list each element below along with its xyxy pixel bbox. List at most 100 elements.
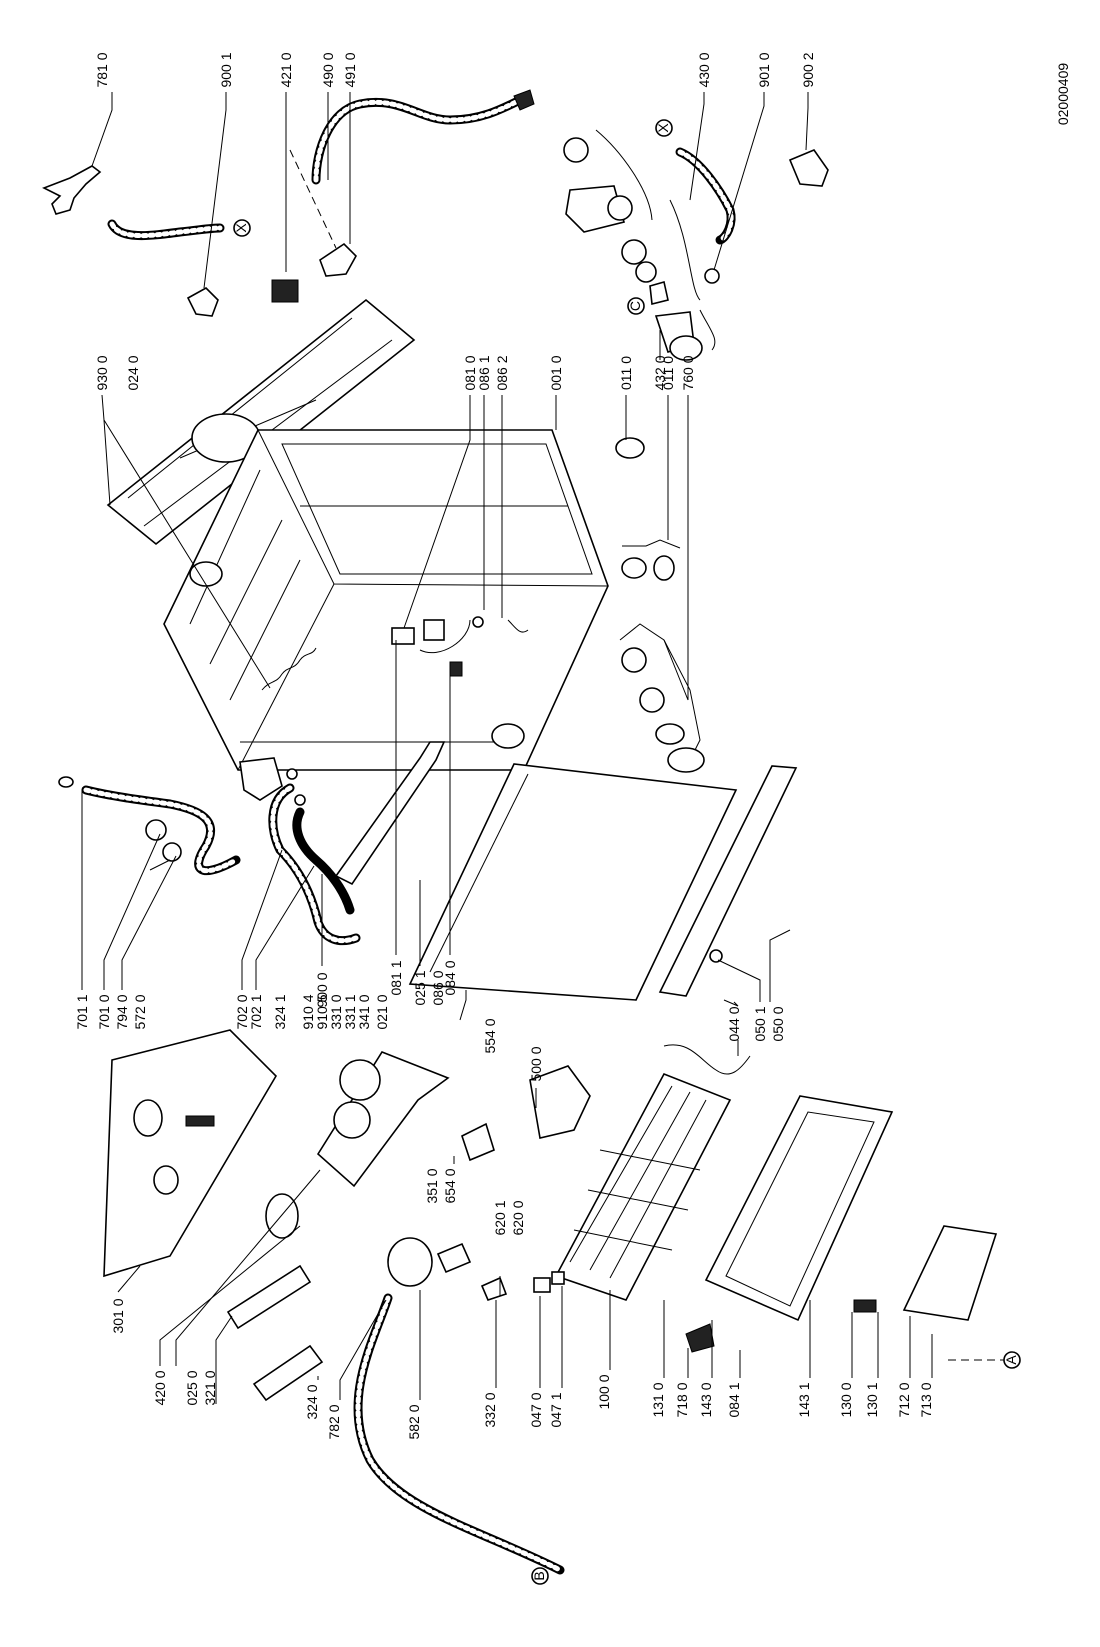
part-labels: 781 0 900 1 421 0 490 0 491 0 430 0 901 … [74, 52, 934, 1439]
svg-text:C: C [627, 301, 643, 311]
label-321-0: 321 0 [202, 1370, 218, 1405]
label-718-0: 718 0 [674, 1382, 690, 1417]
part-081-group [391, 619, 471, 654]
label-341-0: 341 0 [356, 994, 372, 1029]
svg-text:X: X [655, 123, 671, 133]
label-782-0: 782 0 [326, 1404, 342, 1439]
marker-a: A [948, 1351, 1021, 1369]
label-702-0: 702 0 [234, 994, 250, 1029]
label-781-0: 781 0 [94, 52, 110, 87]
part-143-0-tub [704, 1095, 894, 1322]
label-432-0: 432 0 [652, 355, 668, 390]
svg-text:A: A [1003, 1355, 1019, 1365]
part-490-0-mains-cable [311, 89, 535, 185]
part-001-0-cabinet [163, 429, 609, 771]
svg-text:X: X [233, 223, 249, 233]
drawing-number: 02000409 [1055, 63, 1071, 126]
label-701-1: 701 1 [74, 994, 90, 1029]
part-782-0-tube [353, 1293, 565, 1575]
part-044-0-cable [663, 1044, 751, 1075]
part-050-0-plinth [658, 765, 798, 997]
label-620-0: 620 0 [510, 1200, 526, 1235]
part-hose-x-upper [107, 219, 225, 241]
label-702-1: 702 1 [248, 994, 264, 1029]
label-421-0: 421 0 [278, 52, 294, 87]
label-572-0: 572 0 [132, 994, 148, 1029]
label-701-0: 701 0 [96, 994, 112, 1029]
leader-lines [81, 92, 933, 1404]
label-331-0: 331 0 [328, 994, 344, 1029]
label-554-0: 554 0 [482, 1018, 498, 1053]
marker-x-upper: X [233, 219, 251, 237]
label-143-1: 143 1 [796, 1382, 812, 1417]
part-hose-x-lower [675, 147, 736, 245]
label-332-0: 332 0 [482, 1392, 498, 1427]
label-011-0-b: 011 0 [660, 356, 676, 390]
part-021-0-door [408, 763, 738, 1001]
label-930-0: 930 0 [94, 355, 110, 390]
part-321-0-plate [226, 1264, 312, 1330]
label-081-0: 081 0 [462, 355, 478, 390]
label-654-0: 654 0 [442, 1168, 458, 1203]
label-910-4: 910 4 [300, 994, 316, 1029]
part-702-hoses [268, 783, 361, 946]
label-901-0: 901 0 [756, 52, 772, 87]
part-712-0-sump [902, 1225, 998, 1321]
label-713-0: 713 0 [918, 1382, 934, 1417]
label-131-0: 131 0 [650, 1382, 666, 1417]
label-582-0: 582 0 [406, 1404, 422, 1439]
label-301-0: 301 0 [110, 1298, 126, 1333]
label-760-0: 760 0 [680, 355, 696, 390]
label-130-1: 130 1 [864, 1382, 880, 1417]
part-554-0-switch [461, 1122, 495, 1162]
label-086-0: 086 0 [430, 970, 446, 1005]
part-047-clips [533, 1271, 565, 1293]
label-351-0: 351 0 [424, 1168, 440, 1203]
part-582-0-pressure-switch [387, 1237, 433, 1287]
label-910-5: 910 5 [314, 994, 330, 1029]
label-900-1: 900 1 [218, 52, 234, 87]
label-081-1: 081 1 [388, 960, 404, 995]
marker-x-lower: X [655, 119, 673, 137]
label-100-0: 100 0 [596, 1374, 612, 1409]
label-084-1: 084 1 [726, 1382, 742, 1417]
label-050-1: 050 1 [752, 1006, 768, 1041]
label-025-1: 025 1 [412, 970, 428, 1005]
label-900-0: 900 0 [314, 972, 330, 1007]
part-086-group [449, 616, 529, 677]
part-930-0-spring [261, 647, 317, 691]
label-024-0: 024 0 [125, 355, 141, 390]
part-421-0-connector [271, 279, 299, 303]
label-001-0: 001 0 [548, 355, 564, 390]
label-047-0: 047 0 [528, 1392, 544, 1427]
part-500-0-motor [529, 1065, 591, 1139]
part-491-0-plug-block [289, 149, 357, 277]
marker-c: C [627, 297, 645, 315]
part-324-0-cover [252, 1344, 324, 1402]
label-011-0-a: 011 0 [618, 356, 634, 390]
label-491-0: 491 0 [342, 52, 358, 87]
label-050-0: 050 0 [770, 1006, 786, 1041]
label-047-1: 047 1 [548, 1392, 564, 1427]
svg-text:B: B [531, 1571, 547, 1580]
label-086-1: 086 1 [476, 355, 492, 390]
label-331-1: 331 1 [342, 994, 358, 1029]
label-900-2: 900 2 [800, 52, 816, 87]
part-900-1-clip [186, 287, 219, 317]
part-025-1-rail [334, 741, 446, 886]
label-324-0: 324 0 [304, 1384, 320, 1419]
part-011-0-feet [615, 437, 681, 581]
label-794-0: 794 0 [114, 994, 130, 1029]
part-430-0-pump-assembly [563, 129, 716, 361]
label-500-0: 500 0 [528, 1046, 544, 1081]
part-620-module [436, 1242, 508, 1301]
label-420-0: 420 0 [152, 1370, 168, 1405]
label-084-0: 084 0 [442, 960, 458, 995]
part-100-0-basket [554, 1072, 732, 1301]
part-900-0-valve-block [239, 757, 306, 806]
marker-b: B [531, 1567, 549, 1585]
part-901-0-clip [704, 268, 720, 284]
label-143-0: 143 0 [698, 1382, 714, 1417]
label-430-0: 430 0 [696, 52, 712, 87]
